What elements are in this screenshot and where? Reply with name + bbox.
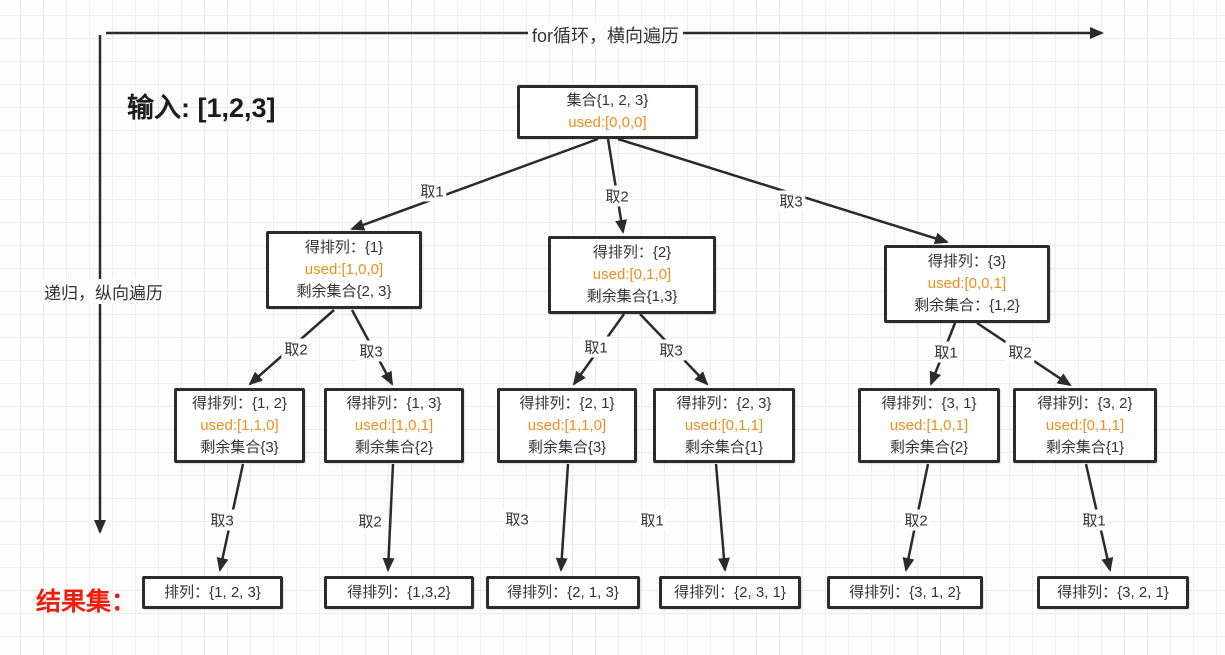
result-node-312: 得排列：{3, 1, 2} [827,576,983,609]
node-line-used: used:[0,1,1] [1045,416,1125,434]
result-set-label: 结果集： [36,588,137,616]
result-label: 得排列：{2, 1, 3} [507,583,619,601]
edge-label-p12-take3: 取3 [207,509,237,531]
result-node-132: 得排列：{1,3,2} [324,576,474,609]
edge-label-p2-take1: 取1 [581,336,611,358]
result-node-123: 排列：{1, 2, 3} [142,576,283,609]
node-line-used: used:[1,1,0] [527,416,607,434]
node-line-remaining: 剩余集合{1} [684,438,764,456]
edge-label-p2-take3: 取3 [656,339,686,361]
edge-label-take3: 取3 [776,190,806,212]
edge-p21-take3 [555,463,570,572]
node-line-used: used:[1,0,1] [354,416,434,434]
edge-p13-take2 [382,463,395,572]
edge-label-p3-take2: 取2 [1005,341,1035,363]
result-label: 排列：{1, 2, 3} [164,583,261,601]
edge-label-p1-take2: 取2 [281,338,311,360]
node-line-used: used:[0,1,0] [592,266,672,283]
node-line-permutation: 得排列：{1} [304,239,384,256]
edge-label-p31-take2: 取2 [901,509,931,531]
node-line-permutation: 得排列：{2, 3} [676,394,772,412]
node-line-used: used:[1,0,0] [304,261,384,278]
node-line-permutation: 得排列：{3, 1} [881,394,977,412]
node-line-used: used:[0,1,1] [684,416,764,434]
node-line-used: used:[1,1,0] [200,416,279,434]
result-node-213: 得排列：{2, 1, 3} [486,576,640,609]
edge-label-p23-take1: 取1 [637,509,667,531]
node-line-remaining: 剩余集合{2} [889,438,969,456]
node-line-permutation: 得排列：{3, 2} [1037,394,1133,412]
edge-p23-take1 [714,463,730,572]
tree-node-perm-13: 得排列：{1, 3} used:[1,0,1] 剩余集合{2} [324,388,464,463]
tree-node-perm-32: 得排列：{3, 2} used:[0,1,1] 剩余集合{1} [1013,388,1157,463]
node-line-used: used:[1,0,1] [889,416,969,434]
recursion-axis-label: 递归，纵向遍历 [40,279,167,304]
tree-node-perm-1: 得排列：{1} used:[1,0,0] 剩余集合{2, 3} [266,231,422,309]
tree-node-perm-2: 得排列：{2} used:[0,1,0] 剩余集合{1,3} [548,236,716,314]
node-line-remaining: 剩余集合{1} [1045,438,1125,456]
result-label: 得排列：{3, 2, 1} [1057,583,1169,601]
node-line-permutation: 得排列：{2, 1} [519,394,615,412]
edge-label-p3-take1: 取1 [931,341,961,363]
node-line-used: used:[0,0,1] [927,275,1007,292]
node-line-permutation: 得排列：{1, 2} [191,394,288,412]
node-line-permutation: 得排列：{1, 3} [346,394,442,412]
input-label: 输入: [1,2,3] [127,93,276,123]
node-line-remaining: 剩余集合：{1,2} [914,297,1020,314]
node-line-used: used:[0,0,0] [568,114,647,131]
for-loop-axis-label: for循环，横向遍历 [528,22,684,48]
node-line-remaining: 剩余集合{2} [354,438,434,456]
node-line-remaining: 剩余集合{2, 3} [296,283,392,300]
edge-root-take1 [350,137,599,231]
edge-label-take2: 取2 [602,185,632,207]
tree-node-perm-31: 得排列：{3, 1} used:[1,0,1] 剩余集合{2} [858,388,1000,463]
node-line-permutation: 得排列：{3} [927,253,1007,270]
result-node-321: 得排列：{3, 2, 1} [1037,576,1189,609]
node-line-remaining: 剩余集合{3} [527,438,607,456]
node-line-set: 集合{1, 2, 3} [566,92,649,109]
tree-node-root: 集合{1, 2, 3} used:[0,0,0] [517,85,698,139]
result-label: 得排列：{2, 3, 1} [674,583,786,601]
result-node-231: 得排列：{2, 3, 1} [659,576,801,609]
tree-node-perm-23: 得排列：{2, 3} used:[0,1,1] 剩余集合{1} [653,388,795,463]
tree-node-perm-3: 得排列：{3} used:[0,0,1] 剩余集合：{1,2} [884,245,1050,323]
tree-node-perm-21: 得排列：{2, 1} used:[1,1,0] 剩余集合{3} [497,388,637,463]
node-line-remaining: 剩余集合{3} [200,438,279,456]
result-label: 得排列：{3, 1, 2} [849,583,961,601]
edge-label-p32-take1: 取1 [1079,509,1109,531]
edge-label-p13-take2: 取2 [355,510,385,532]
node-line-remaining: 剩余集合{1,3} [586,288,678,305]
edge-label-take1: 取1 [417,180,447,202]
edge-label-p1-take3: 取3 [356,340,386,362]
tree-node-perm-12: 得排列：{1, 2} used:[1,1,0] 剩余集合{3} [174,388,305,463]
edge-label-p21-take3: 取3 [502,508,532,530]
node-line-permutation: 得排列：{2} [592,244,672,261]
result-label: 得排列：{1,3,2} [347,583,451,601]
